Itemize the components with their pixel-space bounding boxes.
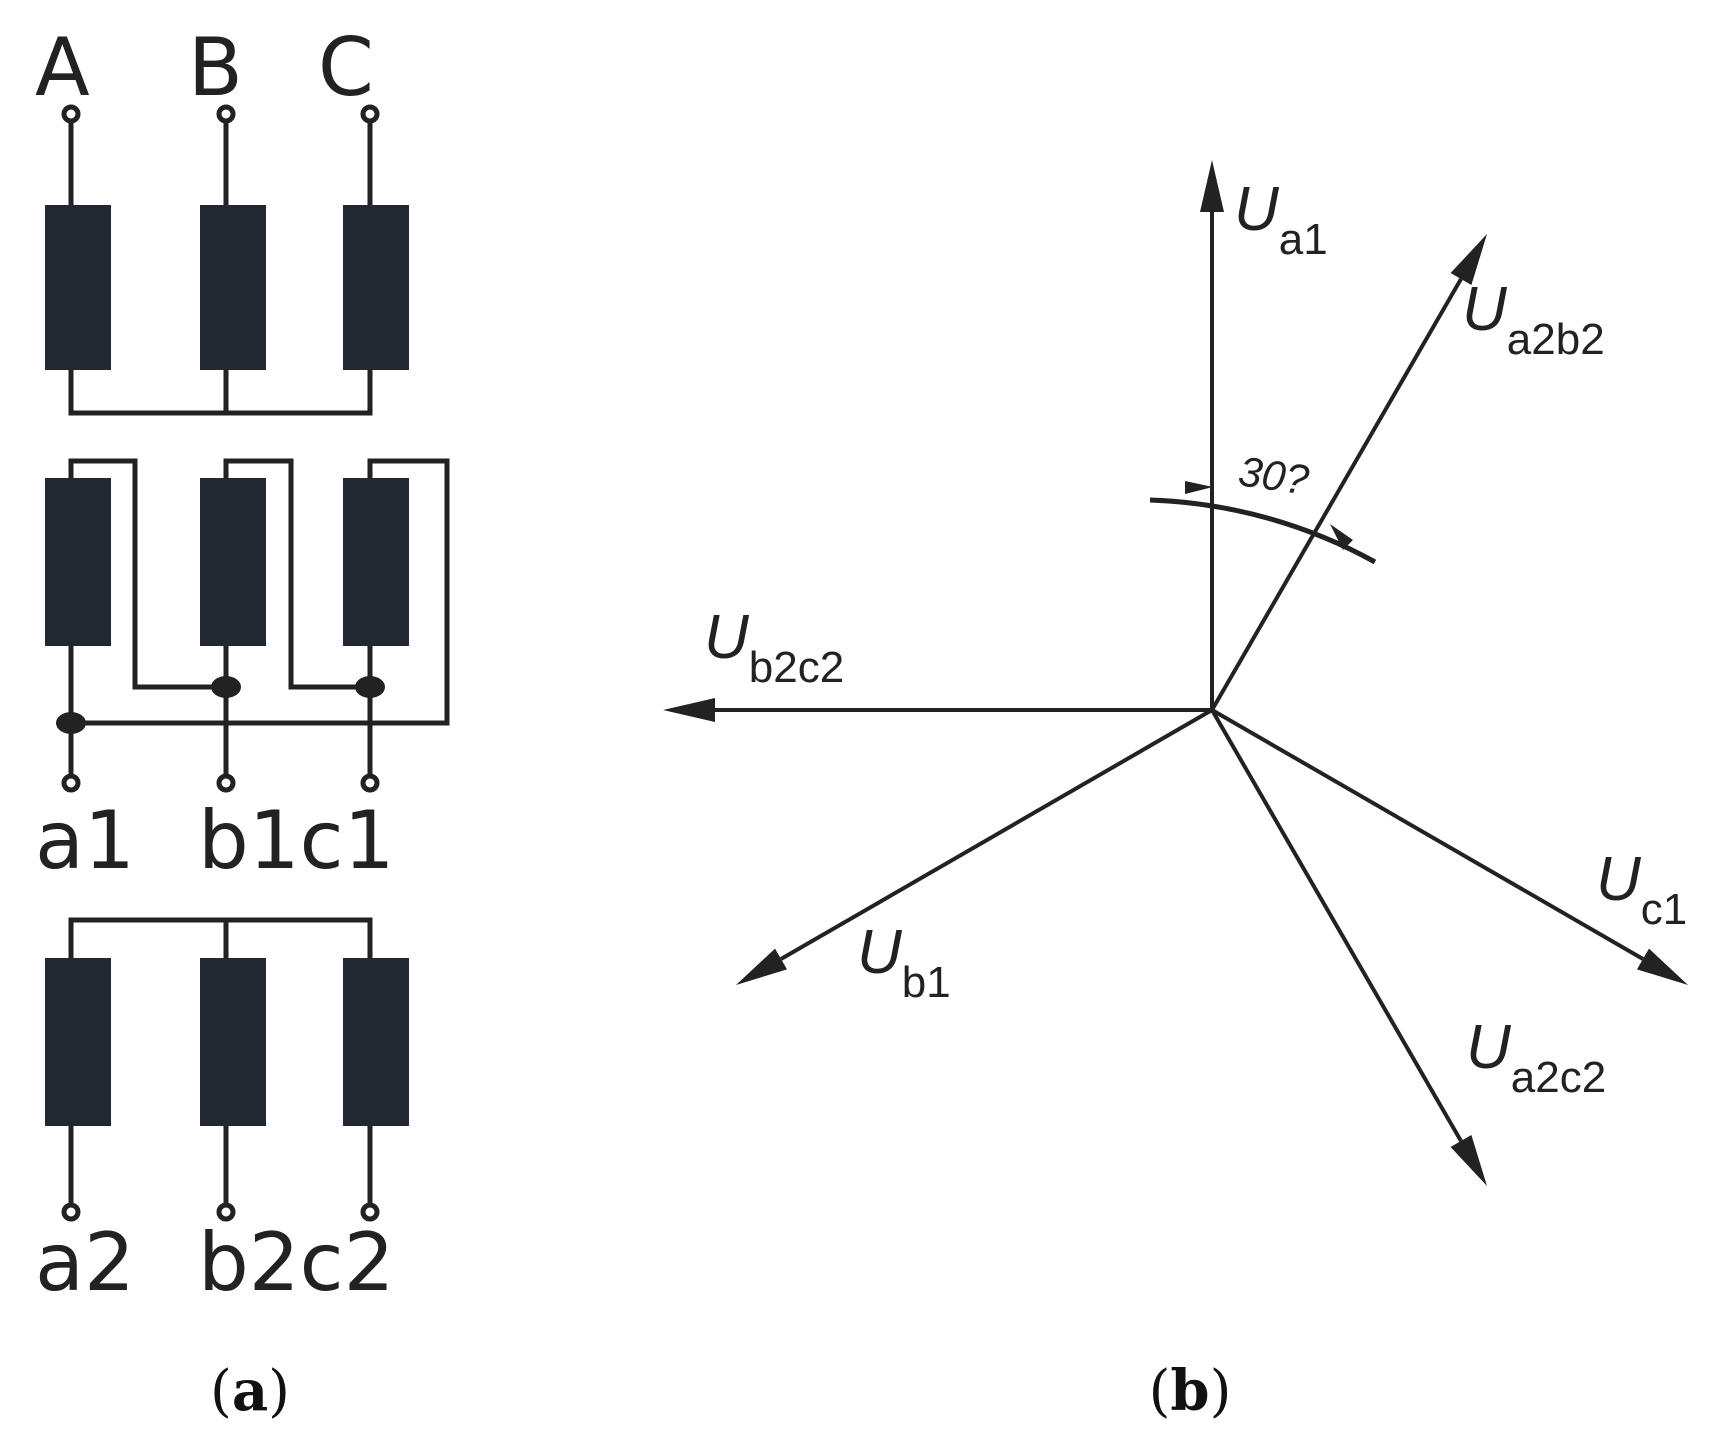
vector-uc1-arrowhead [1636, 948, 1688, 985]
secondary1-terminal-b [216, 773, 236, 793]
secondary1-coil-a [45, 478, 111, 646]
vector-ub2c2-arrowhead [663, 698, 715, 722]
vector-label-ub1: Ub1 [857, 918, 951, 1007]
secondary1-coil-c [343, 478, 409, 646]
vector-label-uc1: Uc1 [1596, 845, 1687, 934]
phasor-vectors [663, 160, 1688, 1186]
delta-link-bc [223, 458, 370, 690]
junction-dot-b1 [211, 676, 241, 698]
phasor-diagram: 30? Ua1 Ua2b2 Ub2c2 Ub1 Uc1 Ua2c2 (b) [663, 160, 1688, 1424]
vector-label-ub2c2: Ub2c2 [704, 603, 844, 692]
primary-windings [45, 104, 409, 416]
vector-ua1-arrowhead [1200, 160, 1224, 212]
vector-label-ua2b2: Ua2b2 [1462, 275, 1605, 364]
secondary1-terminal-a [61, 773, 81, 793]
primary-terminal-a [61, 104, 81, 124]
vector-ub1-arrowhead [736, 948, 788, 985]
vector-ua2b2-shaft [1210, 278, 1463, 712]
secondary2-label-b2c2: b2c2 [198, 1216, 395, 1309]
caption-b: (b) [1149, 1358, 1232, 1424]
secondary1-label-b1c1: b1c1 [198, 794, 395, 887]
vector-ua2c2-arrowhead [1450, 1134, 1487, 1186]
vector-ua2b2-arrowhead [1450, 234, 1487, 286]
vector-label-ua1: Ua1 [1234, 175, 1328, 264]
junction-dot-c1 [355, 676, 385, 698]
secondary2-terminal-b [216, 1202, 236, 1222]
vector-uc1-shaft [1210, 708, 1644, 961]
terminal-label-a: A [35, 21, 90, 114]
secondary2-coil-b [200, 958, 266, 1126]
secondary2-terminal-c [360, 1202, 380, 1222]
secondary2-star-bus [68, 917, 373, 958]
secondary2-windings [45, 917, 409, 1222]
vector-ua2c2-shaft [1210, 708, 1463, 1142]
terminal-label-b: B [188, 21, 243, 114]
primary-coil-c [343, 205, 409, 370]
primary-terminal-b [216, 104, 236, 124]
primary-coil-a [45, 205, 111, 370]
angle-arc [1149, 497, 1377, 565]
winding-diagram: A B C [35, 21, 450, 1424]
terminal-label-c: C [318, 21, 374, 114]
secondary1-windings [45, 458, 450, 793]
secondary2-terminal-a [61, 1202, 81, 1222]
vector-label-ua2c2: Ua2c2 [1466, 1013, 1606, 1102]
vector-ub1-shaft [780, 708, 1214, 961]
delta-link-ab [68, 458, 226, 690]
secondary1-terminal-c [360, 773, 380, 793]
angle-marker-left [1185, 481, 1213, 494]
caption-a: (a) [210, 1358, 290, 1424]
primary-coil-b [200, 205, 266, 370]
secondary1-label-a1: a1 [35, 794, 135, 887]
primary-terminal-c [360, 104, 380, 124]
angle-label: 30? [1236, 447, 1313, 503]
secondary1-coil-b [200, 478, 266, 646]
primary-star-bus [68, 370, 373, 416]
secondary2-label-a2: a2 [35, 1216, 135, 1309]
secondary2-coil-c [343, 958, 409, 1126]
junction-dot-a1 [56, 712, 86, 734]
angle-marker-right [1330, 524, 1353, 550]
secondary2-coil-a [45, 958, 111, 1126]
delta-link-ca [71, 458, 450, 726]
